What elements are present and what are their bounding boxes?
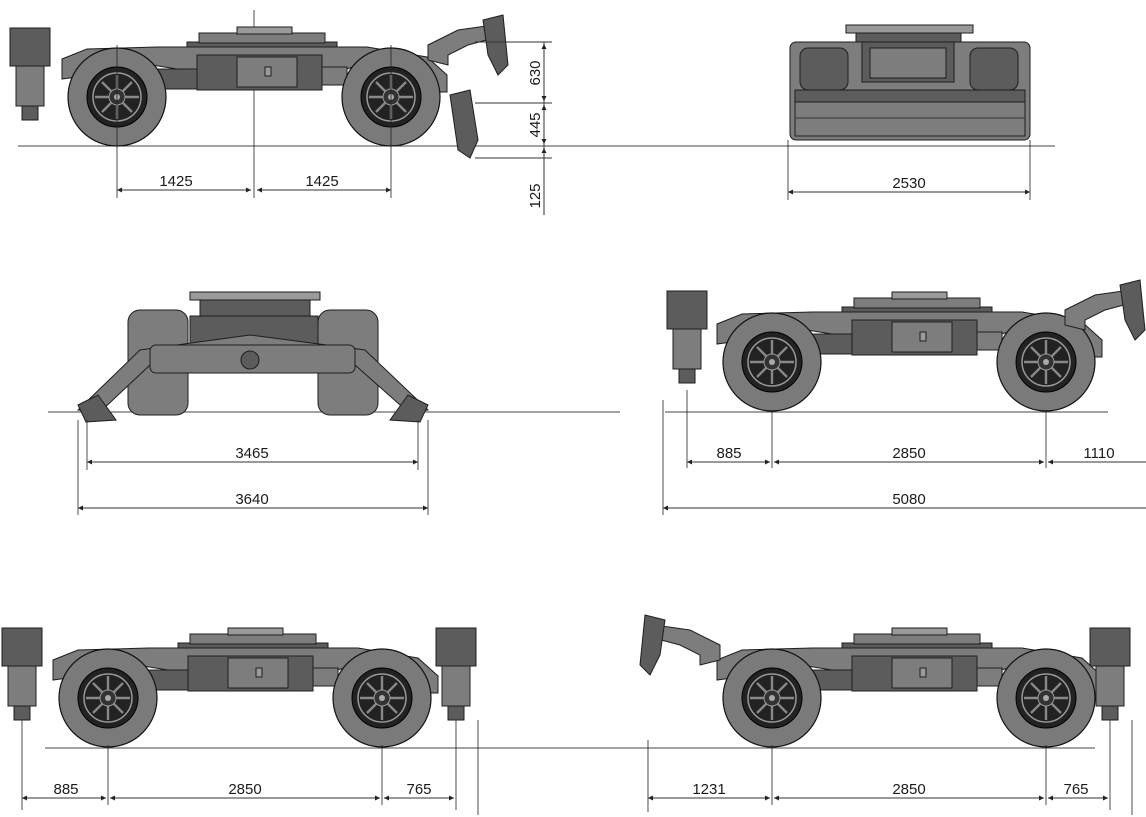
dim-height-middle: 445 [527, 112, 544, 137]
view-side-top-left: 1425 1425 630 445 125 [9, 10, 785, 215]
dim-wheel-half-left: 1425 [159, 173, 192, 190]
dim-long-front: 885 [716, 445, 741, 462]
view-side-bottom-right: 1231 2850 765 [620, 614, 1133, 815]
dim-bottom-left-wheelbase: 2850 [228, 781, 261, 798]
dim-bottom-right-wheelbase: 2850 [892, 781, 925, 798]
dim-long-total: 5080 [892, 491, 925, 508]
dim-outrigger-outer: 3640 [235, 491, 268, 508]
dim-height-lower: 125 [527, 183, 544, 208]
dim-bottom-left-rear: 765 [406, 781, 431, 798]
dim-wheel-half-right: 1425 [305, 173, 338, 190]
dim-height-upper: 630 [527, 60, 544, 85]
view-side-middle-right: 885 2850 1110 5080 [662, 279, 1146, 515]
dim-bottom-right-rear: 765 [1063, 781, 1088, 798]
dim-long-rear: 1110 [1083, 445, 1114, 462]
dim-rear-width: 2530 [892, 175, 925, 192]
view-front-outriggers: 3465 3640 [48, 291, 620, 515]
dim-bottom-right-front: 1231 [692, 781, 725, 798]
dim-bottom-left-front: 885 [53, 781, 78, 798]
dim-outrigger-inner: 3465 [235, 445, 268, 462]
view-rear-top-right: 2530 [785, 24, 1055, 200]
dim-long-wheelbase: 2850 [892, 445, 925, 462]
view-side-bottom-left: 885 2850 765 [1, 627, 620, 815]
